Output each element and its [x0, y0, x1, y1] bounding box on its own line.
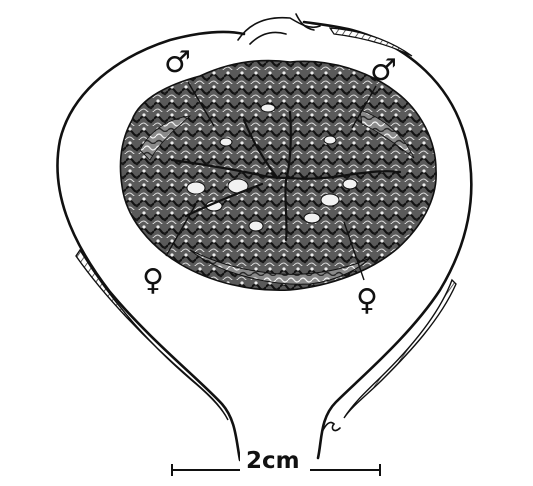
conceptacle-tissue — [120, 61, 436, 291]
female-symbol-left: ♀ — [142, 263, 164, 298]
male-symbol-right: ♂ — [370, 53, 397, 88]
scale-label: 2cm — [246, 448, 300, 474]
male-symbol-left: ♂ — [164, 45, 191, 80]
female-symbol-right: ♀ — [356, 283, 378, 318]
